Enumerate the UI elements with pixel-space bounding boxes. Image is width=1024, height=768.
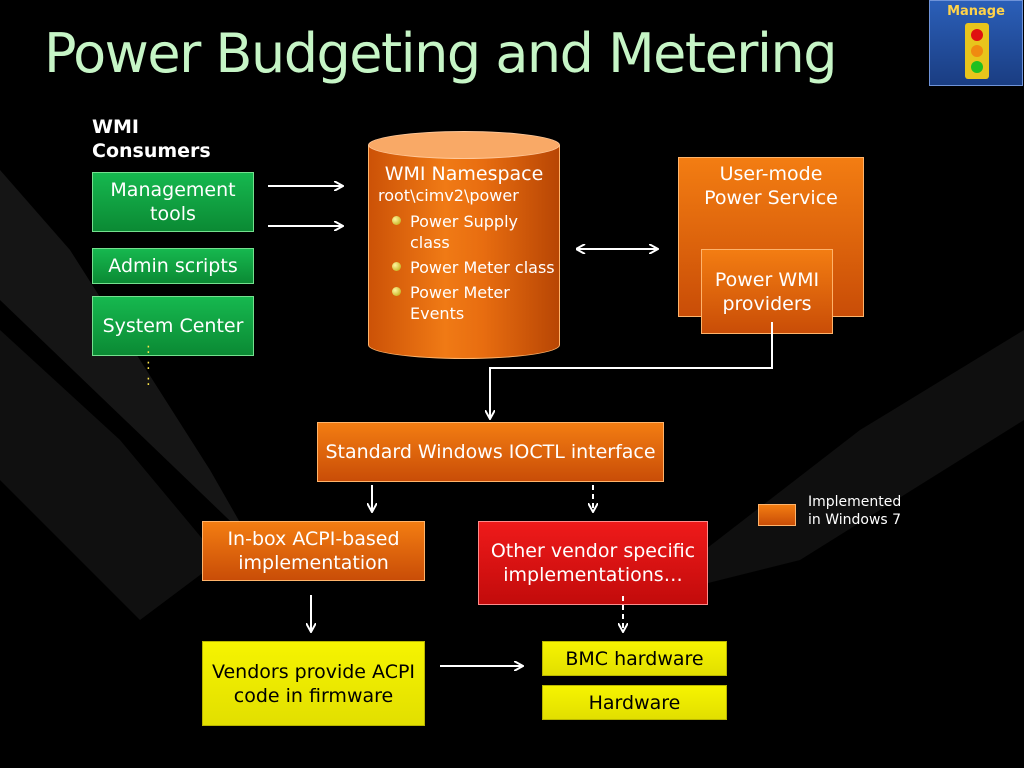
list-item: Power Meter class: [392, 257, 560, 278]
class-label: Power Supply class: [410, 212, 518, 252]
list-item: Power Supply class: [392, 211, 560, 253]
namespace-path: root\cimv2\power: [378, 186, 519, 205]
legend-swatch: [758, 504, 796, 526]
ioctl-interface-box: Standard Windows IOCTL interface: [317, 422, 664, 482]
legend-label: Implemented in Windows 7: [808, 494, 902, 528]
class-label: Power Meter class: [410, 258, 555, 277]
bmc-hardware-box: BMC hardware: [542, 641, 727, 676]
traffic-light-icon: [965, 23, 989, 79]
vendor-implementations-box: Other vendor specific implementations…: [478, 521, 708, 605]
continuation-dot: :: [146, 341, 151, 357]
amber-light-icon: [971, 45, 983, 57]
manage-badge: Manage: [929, 0, 1023, 86]
namespace-class-list: Power Supply class Power Meter class Pow…: [368, 211, 560, 324]
continuation-dot: :: [146, 373, 151, 389]
badge-label: Manage: [947, 4, 1005, 19]
admin-scripts-box: Admin scripts: [92, 248, 254, 284]
management-tools-box: Management tools: [92, 172, 254, 232]
list-item: Power Meter Events: [392, 282, 560, 324]
class-label: Power Meter Events: [410, 283, 510, 323]
power-service-label: User-mode Power Service: [704, 163, 838, 209]
consumers-heading: WMI Consumers: [92, 116, 211, 162]
bullet-icon: [392, 216, 401, 225]
namespace-title: WMI Namespace: [384, 163, 544, 185]
arrow-providers-to-ioctl: [490, 322, 773, 418]
continuation-dot: :: [146, 357, 151, 373]
system-center-box: System Center: [92, 296, 254, 356]
slide-title: Power Budgeting and Metering: [44, 22, 838, 85]
cylinder-body: [368, 145, 560, 345]
bullet-icon: [392, 287, 401, 296]
acpi-firmware-box: Vendors provide ACPI code in firmware: [202, 641, 425, 726]
wmi-namespace-cylinder: WMI Namespace root\cimv2\power Power Sup…: [368, 131, 560, 361]
inbox-acpi-box: In-box ACPI-based implementation: [202, 521, 425, 581]
hardware-box: Hardware: [542, 685, 727, 720]
green-light-icon: [971, 61, 983, 73]
bullet-icon: [392, 262, 401, 271]
wmi-providers-box: Power WMI providers: [701, 249, 833, 334]
cylinder-top: [368, 131, 560, 159]
red-light-icon: [971, 29, 983, 41]
